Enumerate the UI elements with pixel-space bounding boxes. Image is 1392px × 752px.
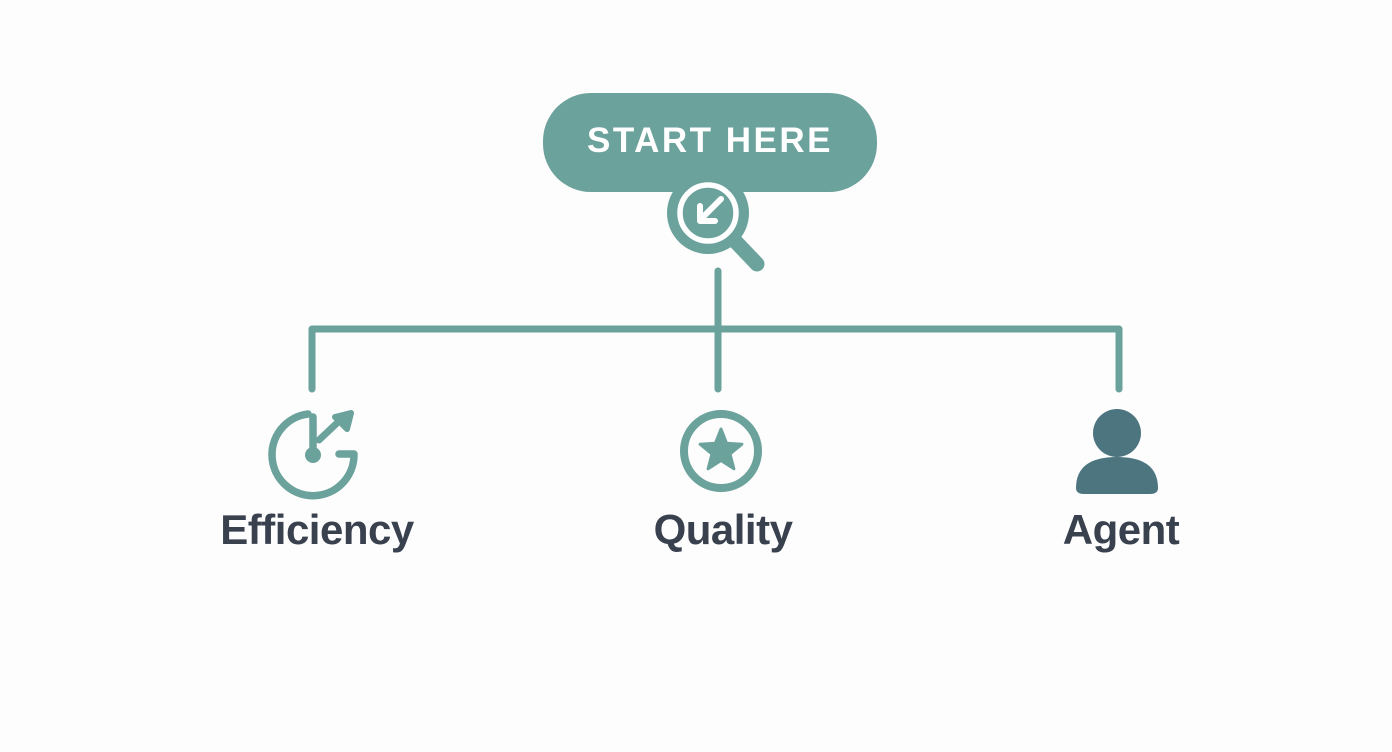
- person-shoulders: [1076, 457, 1158, 494]
- star-glyph: [698, 427, 744, 471]
- node-label-efficiency: Efficiency: [220, 506, 414, 553]
- person-head: [1093, 409, 1141, 457]
- star-ring: [680, 410, 762, 492]
- node-label-quality: Quality: [653, 506, 793, 553]
- connector-branches: [308, 325, 1123, 393]
- magnifier-handle: [728, 234, 765, 272]
- start-here-label: START HERE: [586, 121, 834, 160]
- quality-star-icon: [680, 410, 762, 492]
- efficiency-stopwatch-icon: [268, 410, 358, 500]
- stopwatch-arrow-shaft: [315, 420, 340, 444]
- agent-person-icon: [1076, 409, 1158, 494]
- magnifier-southwest-arrow-icon: [667, 172, 765, 272]
- stopwatch-arrow-head: [332, 410, 354, 432]
- stopwatch-dial: [268, 410, 358, 500]
- southwest-arrow: [697, 196, 724, 224]
- connector-lines: [308, 267, 1123, 393]
- node-label-agent: Agent: [1062, 506, 1180, 553]
- magnifier-lens-ring: [677, 182, 739, 244]
